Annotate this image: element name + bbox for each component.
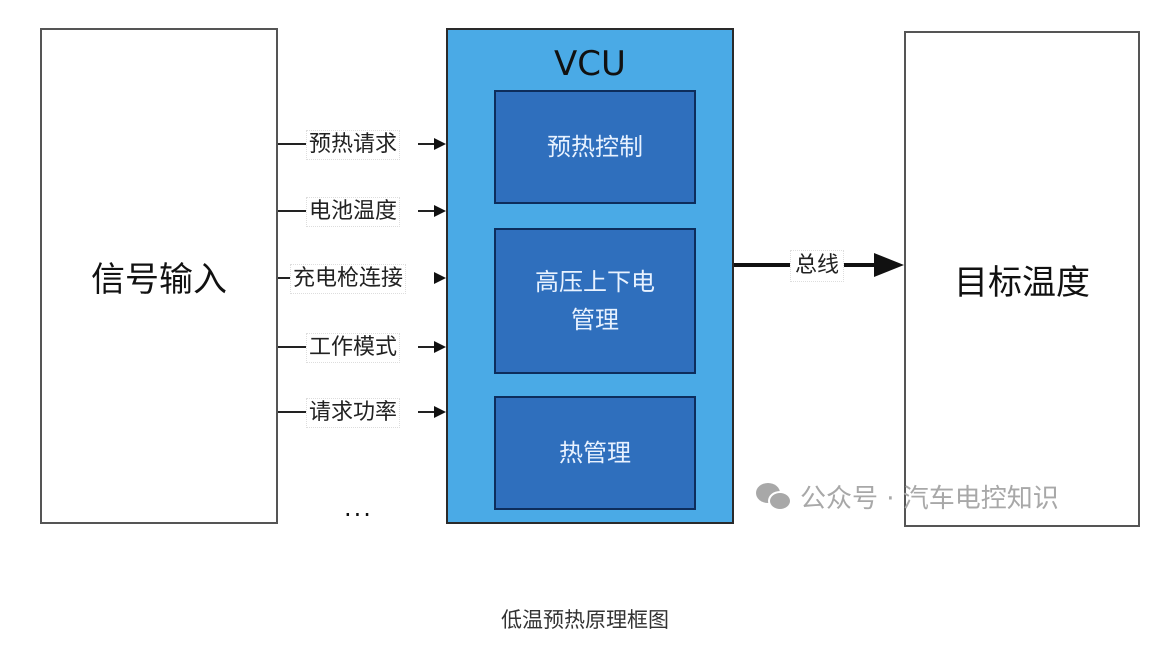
arrow-head-icon (434, 272, 446, 284)
arrow-head-icon (434, 341, 446, 353)
figure-caption: 低温预热原理框图 (501, 608, 669, 632)
connector-line (278, 210, 308, 212)
module-thermal-management: 热管理 (494, 396, 696, 510)
signal-label: 预热请求 (306, 130, 401, 160)
signal-arrow: 电池温度 (278, 197, 446, 227)
wechat-icon (756, 481, 794, 513)
vcu-block: VCU 预热控制 高压上下电 管理 热管理 (446, 28, 734, 524)
signal-arrow: 充电枪连接 (278, 264, 446, 294)
vcu-title: VCU (554, 44, 626, 84)
signal-label: 请求功率 (306, 398, 401, 428)
target-temperature-block: 目标温度 (904, 31, 1140, 527)
module-preheat-control: 预热控制 (494, 90, 696, 204)
signal-label: 工作模式 (306, 333, 401, 363)
connector-line (278, 143, 308, 145)
signal-arrow: 预热请求 (278, 130, 446, 160)
signal-input-label: 信号输入 (91, 259, 227, 300)
more-signals-ellipsis: ... (344, 494, 373, 522)
signal-input-block: 信号输入 (40, 28, 278, 524)
arrow-head-icon (874, 253, 904, 277)
module-hv-power-management: 高压上下电 管理 (494, 228, 696, 374)
signal-arrow: 工作模式 (278, 333, 446, 363)
watermark-text: 公众号 · 汽车电控知识 (800, 484, 1059, 514)
signal-label: 电池温度 (306, 197, 401, 227)
signal-arrow: 请求功率 (278, 398, 446, 428)
arrow-head-icon (434, 406, 446, 418)
signal-label: 充电枪连接 (290, 264, 407, 294)
watermark: 公众号 · 汽车电控知识 (756, 478, 1059, 515)
connector-line (278, 277, 292, 279)
target-temperature-label: 目标温度 (954, 262, 1090, 303)
arrow-head-icon (434, 138, 446, 150)
bus-label: 总线 (790, 250, 845, 282)
connector-line (278, 411, 308, 413)
arrow-head-icon (434, 205, 446, 217)
bus-arrow: 总线 (734, 250, 904, 282)
connector-line (278, 346, 308, 348)
